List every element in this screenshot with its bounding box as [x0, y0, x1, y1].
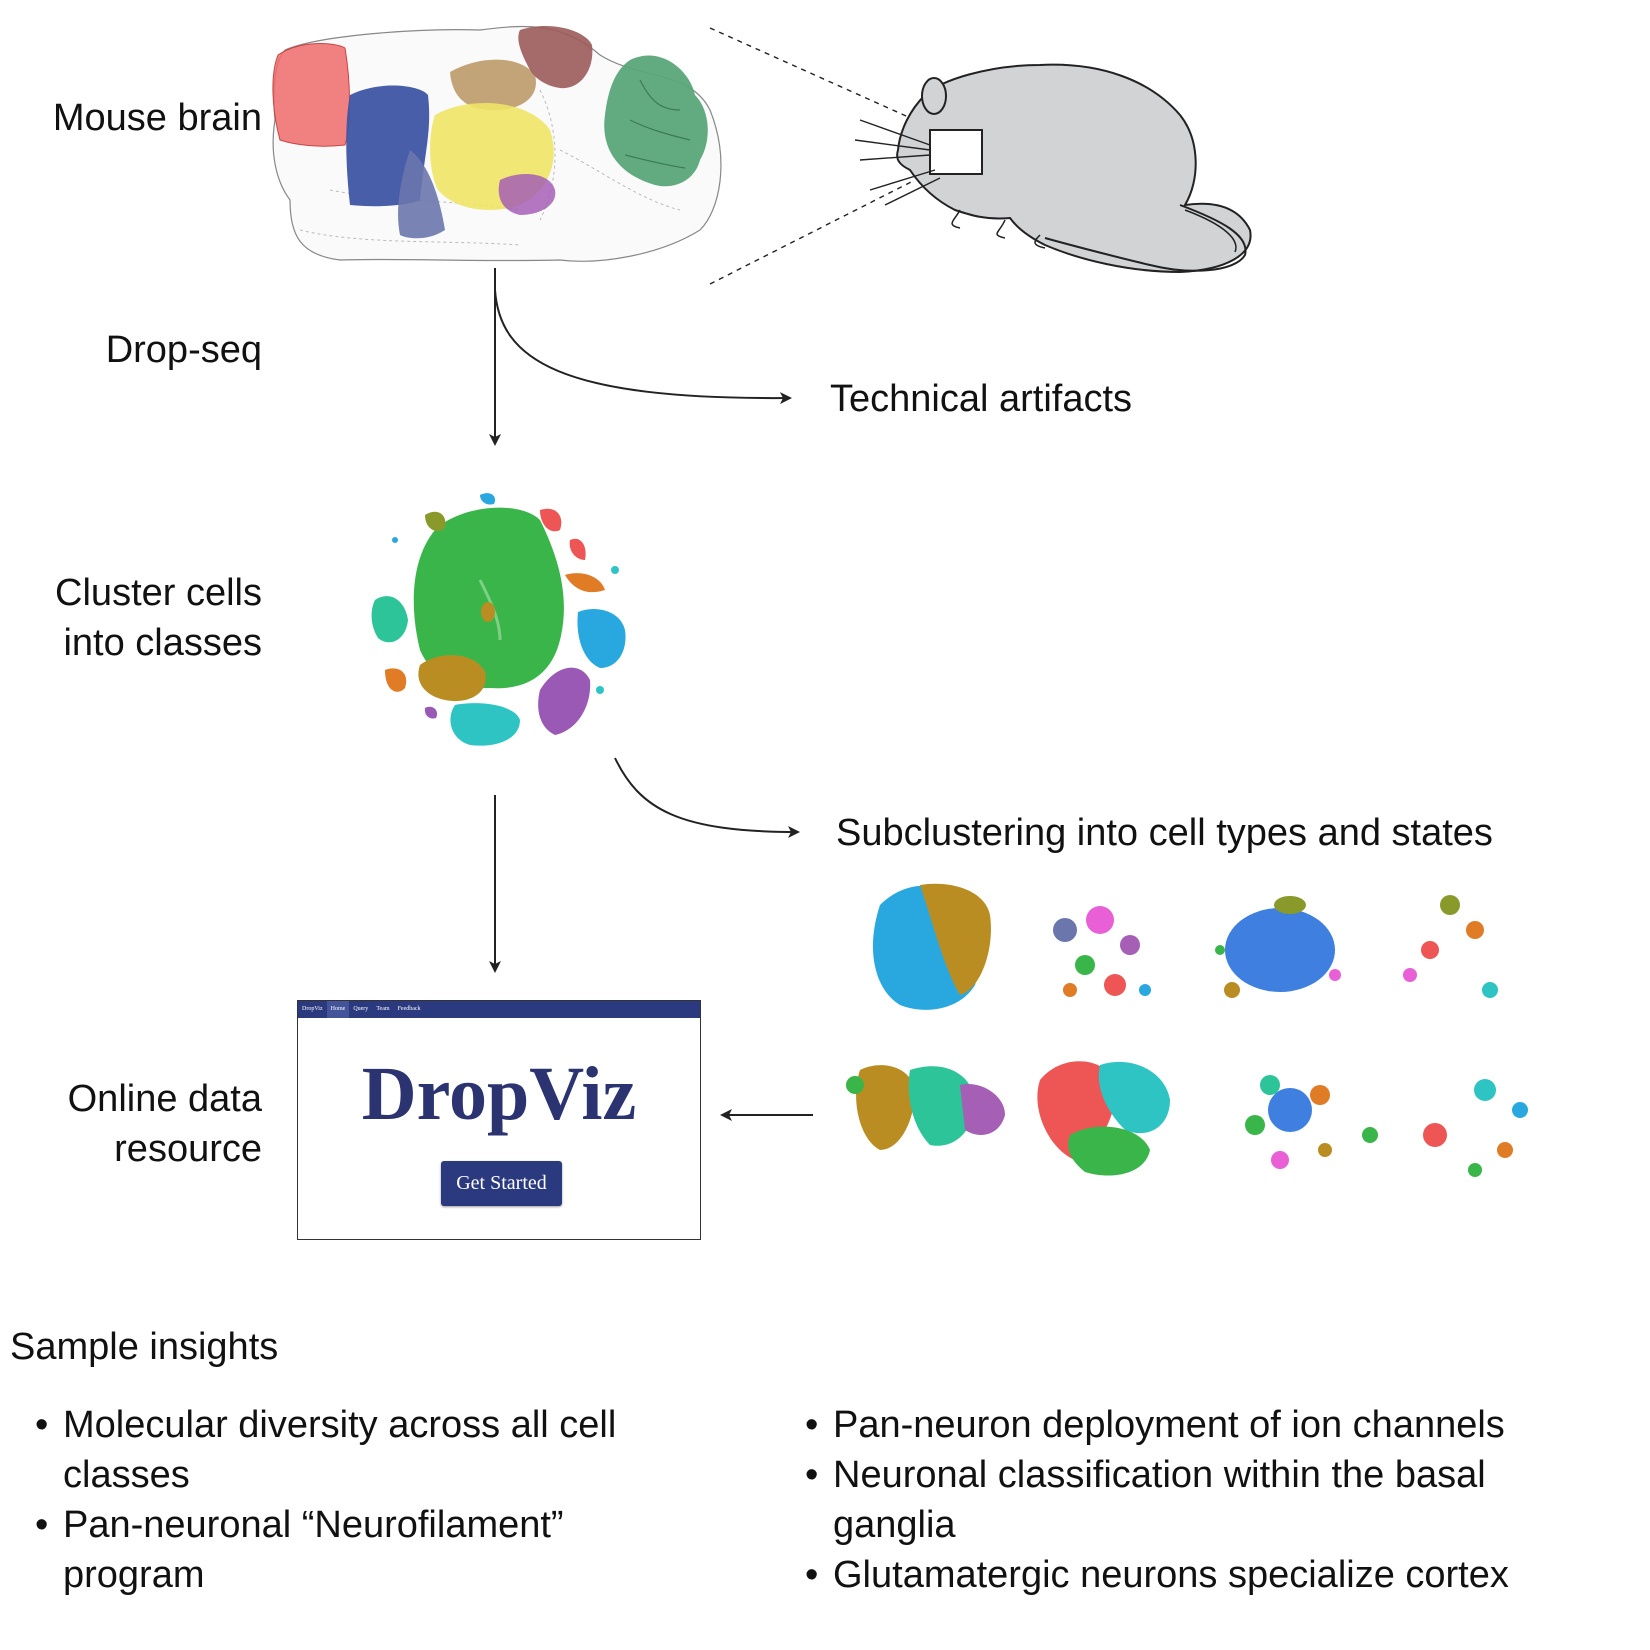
mouse-illustration: [854, 63, 1252, 274]
cluster-micro: [450, 703, 520, 746]
insights-title: Sample insights: [10, 1326, 279, 1368]
dropviz-window: DropViz Home Query Team Feedback DropViz…: [297, 1000, 701, 1240]
subcluster-8: [1423, 1079, 1528, 1177]
arrow-to-subclusters: [614, 757, 800, 838]
insight-item: Molecular diversity across all cell clas…: [35, 1400, 735, 1500]
dropviz-navbar: DropViz Home Query Team Feedback: [298, 1001, 700, 1018]
brain-region-hypothalamus: [498, 174, 556, 215]
label-online-line1: Online data: [67, 1078, 262, 1120]
nav-query[interactable]: Query: [353, 1006, 369, 1012]
label-online-line2: resource: [114, 1128, 262, 1170]
nav-brand[interactable]: DropViz: [302, 1006, 323, 1012]
insight-item: Pan-neuron deployment of ion channels: [805, 1400, 1625, 1450]
subcluster-4: [1403, 895, 1498, 998]
subcluster-7: [1245, 1075, 1378, 1169]
brain-section: [272, 25, 722, 262]
class-cluster-plot: [371, 493, 626, 746]
subcluster-5: [846, 1065, 1005, 1150]
subcluster-panels: [846, 883, 1528, 1177]
brain-region-olfactory: [272, 43, 350, 147]
subcluster-6: [1037, 1061, 1170, 1176]
subcluster-1: [872, 883, 991, 1010]
label-drop-seq: Drop-seq: [105, 329, 262, 371]
insight-item: Pan-neuronal “Neurofilament” program: [35, 1500, 673, 1600]
brain-region-cerebellum: [604, 55, 708, 187]
label-cluster-line2: into classes: [63, 622, 262, 664]
label-technical-artifacts: Technical artifacts: [830, 378, 1133, 420]
brain-region-hippocampus: [450, 59, 536, 111]
subcluster-3: [1215, 896, 1341, 998]
insights-right-list: Pan-neuron deployment of ion channels Ne…: [805, 1400, 1625, 1600]
cluster-astro: [418, 655, 486, 702]
label-subclustering: Subclustering into cell types and states: [836, 812, 1493, 854]
label-mouse-brain: Mouse brain: [52, 97, 262, 139]
nav-home[interactable]: Home: [326, 1001, 350, 1018]
nav-team[interactable]: Team: [376, 1006, 390, 1012]
arrow-to-artifacts: [494, 289, 792, 405]
flow-arrows: [489, 268, 813, 1121]
cluster-endo: [538, 667, 591, 735]
dropviz-title: DropViz: [361, 1052, 637, 1136]
brain-region-striatum-lower: [398, 150, 445, 239]
subcluster-2: [1053, 906, 1151, 997]
brain-region-frontal: [518, 25, 593, 89]
insight-item: Glutamatergic neurons specialize cortex: [805, 1550, 1625, 1600]
nav-feedback[interactable]: Feedback: [397, 1006, 421, 1012]
insight-item: Neuronal classification within the basal…: [805, 1450, 1593, 1550]
get-started-button[interactable]: Get Started: [441, 1161, 562, 1206]
insights-left-list: Molecular diversity across all cell clas…: [35, 1400, 735, 1600]
label-cluster-line1: Cluster cells: [55, 572, 262, 614]
cluster-oligo: [577, 609, 626, 668]
